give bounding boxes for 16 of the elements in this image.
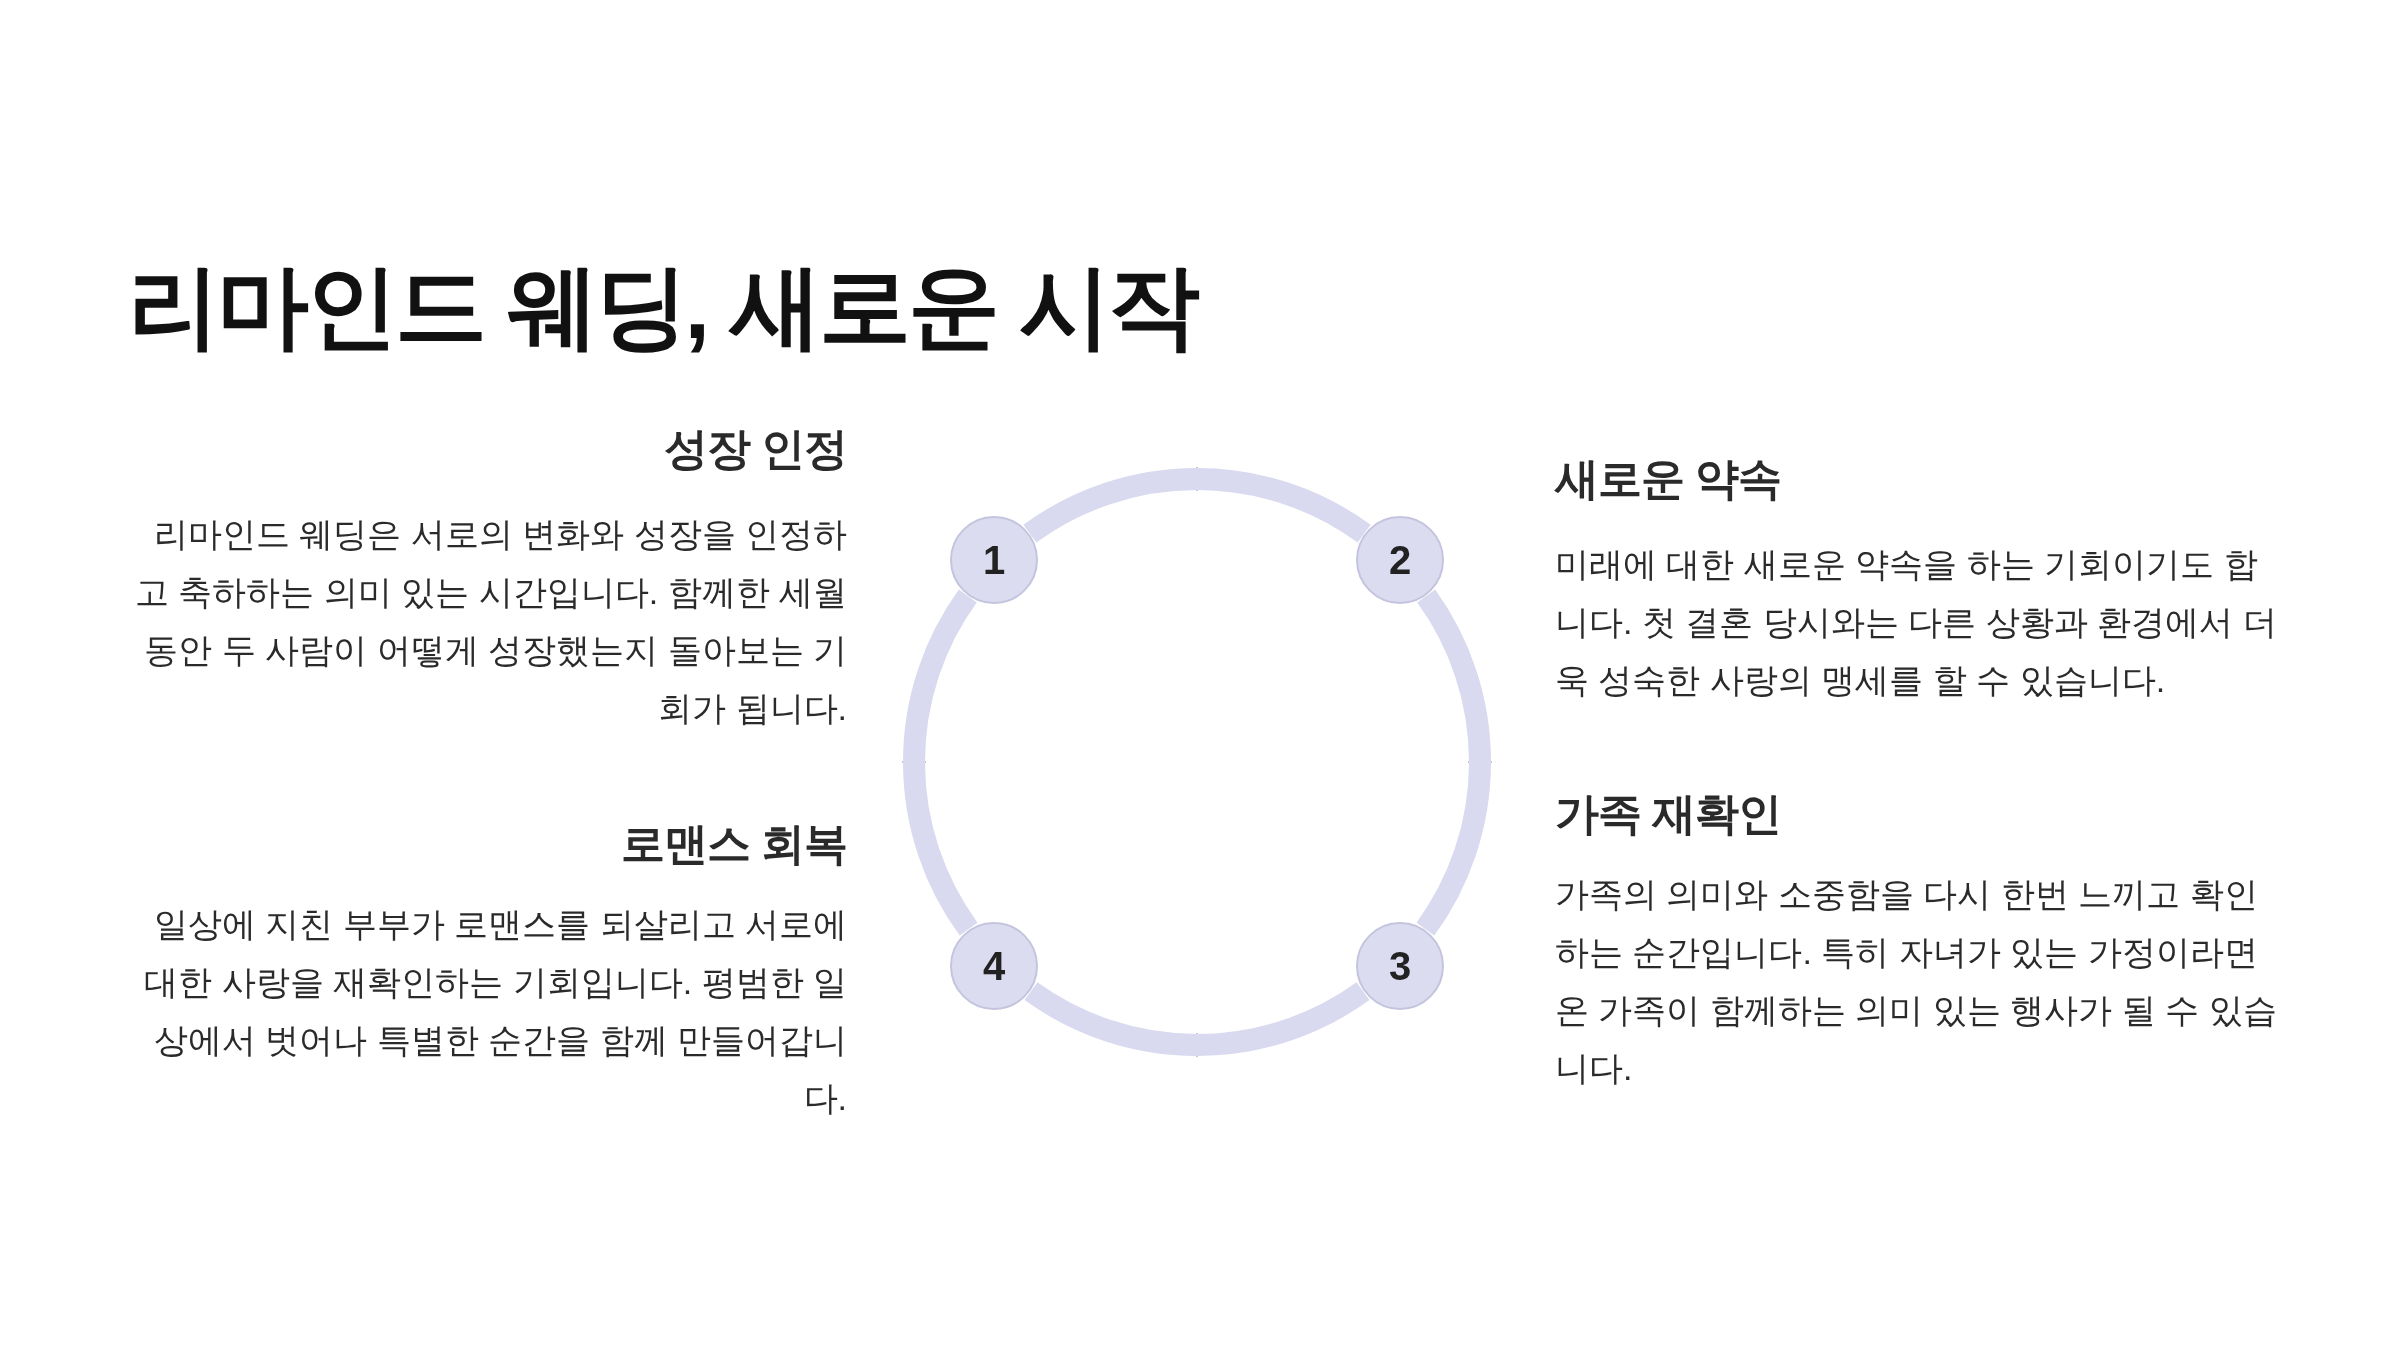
description-text: 가족의 의미와 소중함을 다시 한번 느끼고 확인하는 순간입니다. 특히 자녀가 있는 가정이라면 온 가족이 함께하는 의미 있는 행사가 될 수 있습니다. xyxy=(1555,874,2278,1089)
section-heading: 로맨스 회복 xyxy=(619,818,847,870)
description-text: 미래에 대한 새로운 약속을 하는 기회이기도 합니다. 첫 결혼 당시와는 다른 상황과 환경에서 더욱 성숙한 사랑의 맹세를 할 수 있습니다. xyxy=(1555,544,2278,701)
section-heading: 가족 재확인 xyxy=(1555,788,1783,840)
number-circle: 2 xyxy=(1356,516,1444,604)
description-text: 일상에 지친 부부가 로맨스를 되살리고 서로에 대한 사랑을 재확인하는 기회입니다. 평범한 일상에서 벗어나 특별한 순간을 함께 만들어갑니다. xyxy=(143,904,847,1119)
ring-arc xyxy=(903,590,978,936)
ring-arc xyxy=(1416,590,1491,936)
description-text: 리마인드 웨딩은 서로의 변화와 성장을 인정하고 축하하는 의미 있는 시간입니다. 함께한 세월 동안 두 사람이 어떻게 성장했는지 돌아보는 기회가 됩니다. xyxy=(133,514,847,729)
title: 리마인드 웨딩, 새로운 시작 xyxy=(128,254,1198,359)
number-circle: 1 xyxy=(950,516,1038,604)
number-circle: 4 xyxy=(950,922,1038,1010)
section-heading: 성장 인정 xyxy=(662,423,847,475)
ring-arc xyxy=(1025,981,1369,1056)
section-heading: 새로운 약속 xyxy=(1555,453,1783,505)
number-circle: 3 xyxy=(1356,922,1444,1010)
